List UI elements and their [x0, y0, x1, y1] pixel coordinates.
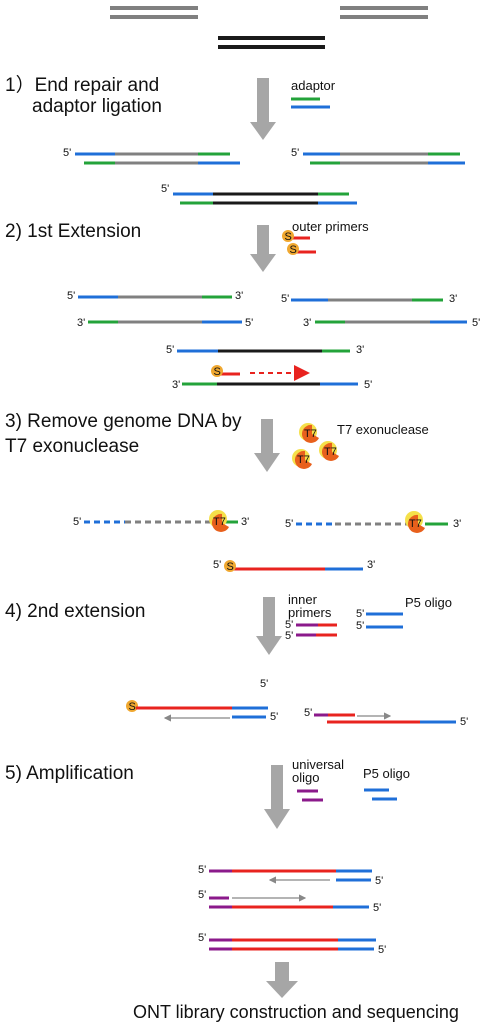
digested-strand-right: 5' T7 3' — [285, 511, 461, 533]
second-extension-left: S 5' — [126, 700, 278, 723]
svg-text:5': 5' — [245, 317, 253, 329]
svg-text:5': 5' — [166, 344, 174, 356]
outer-primers-label: outer primers — [292, 219, 369, 234]
svg-text:5': 5' — [281, 293, 289, 305]
step5-title: 5) Amplification — [5, 763, 134, 784]
svg-text:5': 5' — [67, 290, 75, 302]
process-arrow-4 — [256, 597, 282, 655]
svg-text:T7: T7 — [297, 454, 310, 466]
step1-title-line2: adaptor ligation — [32, 96, 162, 117]
inner-primers: 5' 5' — [285, 619, 337, 642]
inner-primers-label-line1: inner — [288, 592, 318, 607]
svg-text:5': 5' — [198, 864, 206, 876]
svg-text:5': 5' — [63, 147, 71, 159]
svg-text:5': 5' — [285, 630, 293, 642]
step2-title: 2) 1st Extension — [5, 221, 141, 242]
extension-left-top: 5' 3' — [67, 290, 243, 302]
svg-text:3': 3' — [172, 379, 180, 391]
final-step-label: ONT library construction and sequencing — [133, 1002, 459, 1022]
svg-text:5': 5' — [364, 379, 372, 391]
process-arrow-5 — [264, 765, 290, 829]
digested-strand-left: 5' T7 3' — [73, 510, 249, 532]
step3-title-line2: T7 exonuclease — [5, 436, 139, 457]
extension-center-top: 5' 3' — [166, 344, 364, 356]
universal-oligo-label-line2: oligo — [292, 770, 319, 785]
adaptor-label: adaptor — [291, 78, 336, 93]
svg-text:3': 3' — [241, 516, 249, 528]
svg-text:5': 5' — [304, 707, 312, 719]
process-arrow-2 — [250, 225, 276, 272]
single-strand-product: 5' S 3' — [213, 559, 375, 573]
svg-text:5': 5' — [213, 559, 221, 571]
p5-oligos-step5 — [364, 788, 397, 801]
svg-text:3': 3' — [303, 317, 311, 329]
extension-right-bottom: 3' 5' — [303, 317, 480, 329]
svg-text:5': 5' — [378, 944, 386, 956]
svg-text:5': 5' — [373, 902, 381, 914]
ligated-fragment-left: 5' — [63, 147, 240, 165]
svg-text:3': 3' — [453, 518, 461, 530]
p5-oligos-step4: 5' 5' — [356, 608, 403, 632]
universal-oligo-label-line1: universal — [292, 757, 344, 772]
extension-right-top: 5' 3' — [281, 293, 457, 305]
process-arrow-1 — [250, 78, 276, 140]
step3-title-line1: 3) Remove genome DNA by — [5, 411, 242, 432]
t7-exonuclease-label: T7 exonuclease — [337, 422, 429, 437]
inner-primers-label-line2: primers — [288, 605, 332, 620]
svg-text:5': 5' — [73, 516, 81, 528]
svg-text:5': 5' — [460, 716, 468, 728]
svg-text:S: S — [214, 366, 221, 378]
ligated-fragment-right: 5' — [291, 147, 465, 165]
svg-text:3': 3' — [356, 344, 364, 356]
svg-text:T7: T7 — [304, 428, 317, 440]
svg-text:3': 3' — [449, 293, 457, 305]
p5-oligo-label-step5: P5 oligo — [363, 766, 410, 781]
svg-text:T7: T7 — [324, 446, 337, 458]
svg-text:S: S — [290, 244, 297, 256]
svg-text:S: S — [285, 231, 292, 243]
p5-oligo-label-step4: P5 oligo — [405, 595, 452, 610]
svg-text:5': 5' — [198, 889, 206, 901]
outer-primer-1: S — [282, 230, 310, 243]
five-prime-marker: 5' — [260, 678, 268, 690]
process-arrow-3 — [254, 419, 280, 472]
process-arrow-final — [266, 962, 298, 998]
amplicon-1: 5' 5' — [198, 864, 383, 887]
svg-text:T7: T7 — [213, 516, 226, 528]
extension-left-bottom: 3' 5' — [77, 317, 253, 329]
universal-oligos — [297, 789, 323, 802]
genome-fragments — [110, 6, 428, 49]
amplicon-2: 5' 5' — [198, 889, 381, 914]
svg-text:3': 3' — [367, 559, 375, 571]
svg-text:5': 5' — [472, 317, 480, 329]
svg-text:T7: T7 — [409, 518, 422, 530]
step1-title-line1: 1）End repair and — [5, 74, 159, 96]
extension-center-bottom: 3' 5' S — [172, 365, 372, 391]
svg-text:5': 5' — [198, 932, 206, 944]
svg-text:S: S — [227, 561, 234, 573]
svg-text:5': 5' — [375, 875, 383, 887]
svg-text:5': 5' — [270, 711, 278, 723]
svg-text:3': 3' — [235, 290, 243, 302]
svg-text:5': 5' — [285, 518, 293, 530]
outer-primer-2: S — [287, 243, 316, 256]
svg-text:5': 5' — [285, 619, 293, 631]
t7-exonuclease-icons: T7 T7 T7 — [292, 423, 339, 469]
svg-text:5': 5' — [356, 608, 364, 620]
svg-text:5': 5' — [161, 183, 169, 195]
step4-title: 4) 2nd extension — [5, 601, 146, 622]
ligated-fragment-center: 5' — [161, 183, 357, 205]
svg-text:S: S — [129, 701, 136, 713]
svg-text:3': 3' — [77, 317, 85, 329]
second-extension-right: 5' 5' — [304, 707, 468, 728]
svg-text:5': 5' — [291, 147, 299, 159]
amplicon-3: 5' 5' — [198, 932, 386, 956]
svg-text:5': 5' — [356, 620, 364, 632]
